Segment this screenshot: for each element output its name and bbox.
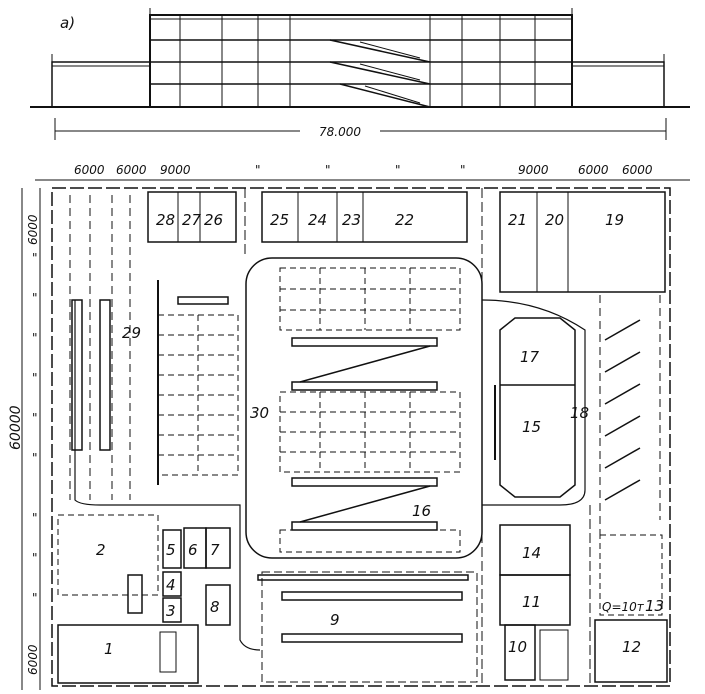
room-12-label: 12 bbox=[622, 638, 641, 656]
ramp-loop bbox=[499, 317, 576, 498]
room-4-label: 4 bbox=[166, 576, 176, 594]
dim-ditto-left-3: " bbox=[32, 331, 38, 345]
room-17-label: 17 bbox=[520, 348, 540, 366]
room-29-label: 29 bbox=[122, 324, 141, 342]
left-bay bbox=[69, 195, 131, 500]
central-hall bbox=[245, 257, 483, 559]
room-8-label: 8 bbox=[210, 598, 220, 616]
dim-top-left-2: 6000 bbox=[116, 163, 147, 177]
central-parking-grid bbox=[279, 267, 461, 553]
room-19-label: 19 bbox=[605, 211, 624, 229]
room-25-label: 25 bbox=[270, 211, 289, 229]
dim-ditto-left-6: " bbox=[32, 451, 38, 465]
figure-label: а) bbox=[60, 14, 75, 32]
room-22-label: 22 bbox=[395, 211, 414, 229]
dim-top-left-1: 6000 bbox=[74, 163, 105, 177]
dim-top-right-2: 6000 bbox=[578, 163, 609, 177]
room-6-label: 6 bbox=[188, 541, 198, 559]
room-15-label: 15 bbox=[522, 418, 541, 436]
dim-ditto-left-9: " bbox=[32, 591, 38, 605]
dim-top-right-1: 9000 bbox=[518, 163, 549, 177]
dim-ditto-3: " bbox=[395, 163, 401, 177]
room-3-label: 3 bbox=[166, 602, 176, 620]
dim-top-left-3: 9000 bbox=[160, 163, 191, 177]
room-30-label: 30 bbox=[250, 404, 269, 422]
dim-ditto-4: " bbox=[460, 163, 466, 177]
plan-view: 6000 6000 9000 " " " " 9000 6000 6000 60… bbox=[8, 163, 690, 690]
room-21-label: 21 bbox=[508, 211, 527, 229]
section-length-label: 78.000 bbox=[319, 125, 361, 139]
dim-left-bottom: 6000 bbox=[26, 644, 40, 675]
room-18-label: 18 bbox=[570, 404, 589, 422]
room-28-label: 28 bbox=[156, 211, 175, 229]
dim-top-right-3: 6000 bbox=[622, 163, 653, 177]
left-parking-grid bbox=[157, 314, 239, 476]
section-view: а) bbox=[30, 8, 690, 140]
room-11-label: 11 bbox=[522, 593, 541, 611]
crane-capacity: Q=10т bbox=[602, 600, 645, 614]
room-14-label: 14 bbox=[522, 544, 541, 562]
room-24-label: 24 bbox=[308, 211, 327, 229]
dim-left-total: 60000 bbox=[8, 405, 24, 450]
dim-ditto-1: " bbox=[255, 163, 261, 177]
outer-wall bbox=[51, 187, 671, 687]
room-5-label: 5 bbox=[166, 541, 176, 559]
room-27-label: 27 bbox=[182, 211, 202, 229]
room-2-label: 2 bbox=[96, 541, 106, 559]
dim-ditto-left-1: " bbox=[32, 251, 38, 265]
room-23-label: 23 bbox=[342, 211, 361, 229]
dim-left-top: 6000 bbox=[26, 214, 40, 245]
room-10-label: 10 bbox=[508, 638, 527, 656]
room-7-label: 7 bbox=[210, 541, 220, 559]
dim-ditto-left-5: " bbox=[32, 411, 38, 425]
room-26-label: 26 bbox=[204, 211, 223, 229]
dim-ditto-left-2: " bbox=[32, 291, 38, 305]
grid-columns bbox=[244, 188, 591, 686]
dim-ditto-left-4: " bbox=[32, 371, 38, 385]
inclined-racks bbox=[604, 319, 641, 501]
dim-ditto-left-7: " bbox=[32, 511, 38, 525]
room-16-label: 16 bbox=[412, 502, 431, 520]
circulation-path-right bbox=[481, 299, 586, 506]
room-13-label: 13 bbox=[645, 597, 664, 615]
dim-ditto-left-8: " bbox=[32, 551, 38, 565]
room-20-label: 20 bbox=[545, 211, 564, 229]
room-9-label: 9 bbox=[330, 611, 340, 629]
room-1-label: 1 bbox=[104, 640, 114, 658]
circulation-path-left bbox=[74, 300, 261, 651]
dim-ditto-2: " bbox=[325, 163, 331, 177]
